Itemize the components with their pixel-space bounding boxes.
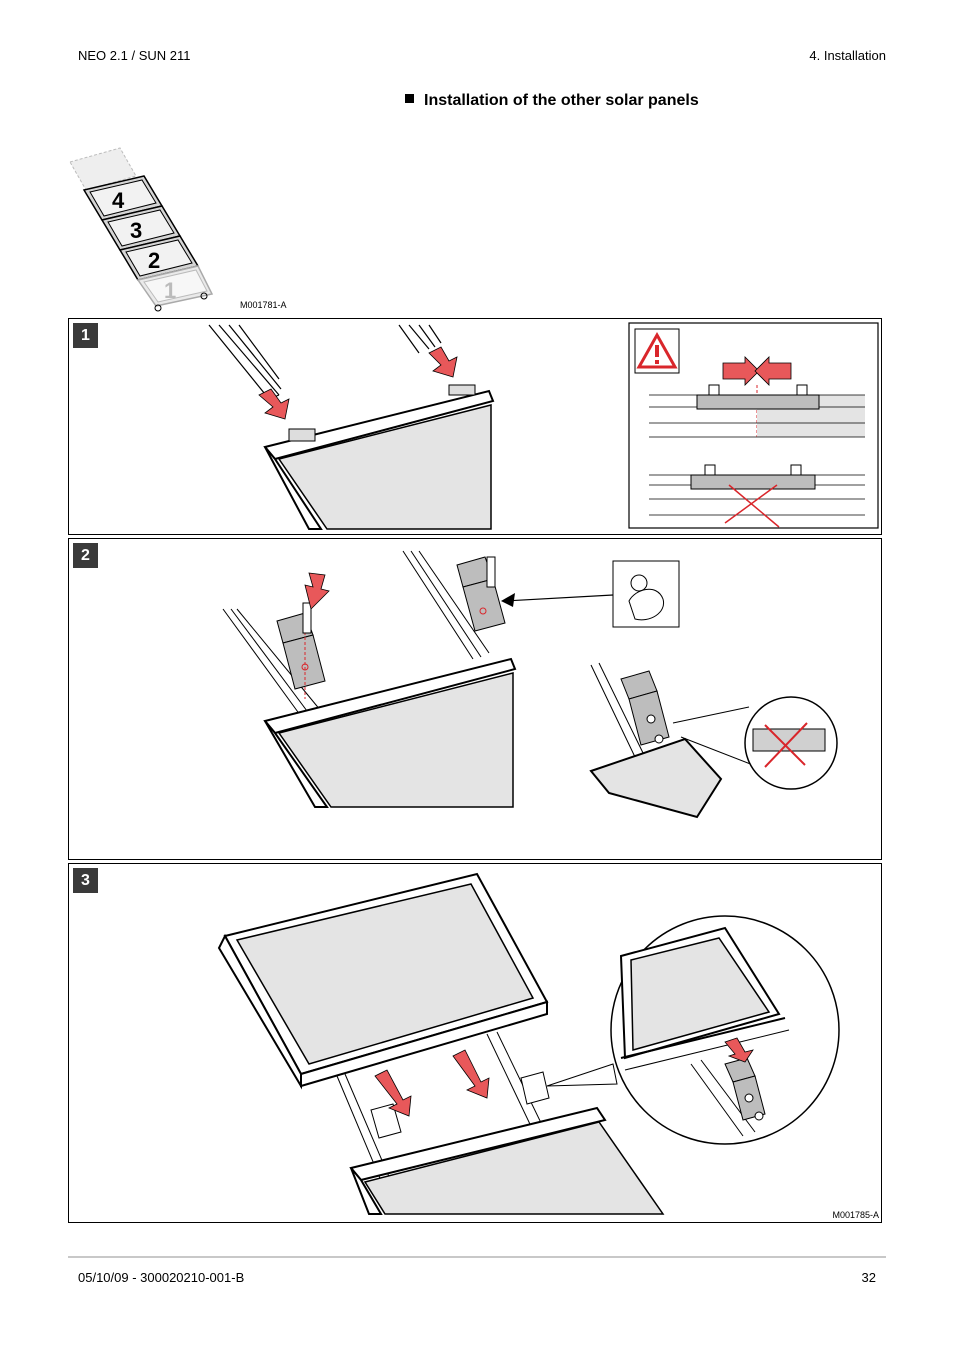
overview-panel-4: 4: [82, 175, 164, 221]
footer-divider: [68, 1256, 886, 1258]
overview-label-1: 1: [164, 278, 176, 303]
clamp-right: [456, 556, 506, 632]
wrong-cross-icon: [724, 484, 780, 528]
step-3-panel: 3 M001785-A: [68, 863, 882, 1223]
step-1-number: 1: [73, 323, 98, 348]
page-number: 32: [861, 1270, 876, 1285]
square-bullet-icon: [405, 94, 414, 103]
step-1-illustration: [208, 322, 879, 530]
step-3-illustration: [217, 872, 840, 1215]
panel-stack-overview: 4 3 2 1: [69, 147, 214, 312]
overview-label-2: 2: [148, 248, 160, 273]
step-3-number: 3: [73, 868, 98, 893]
overview-figure-code: M001781-A: [240, 300, 287, 310]
section-title-text: Installation of the other solar panels: [424, 92, 699, 109]
section-title: Installation of the other solar panels: [405, 92, 699, 110]
overview-label-4: 4: [112, 188, 125, 213]
step-2-number: 2: [73, 543, 98, 568]
hand-tighten-icon: [628, 574, 665, 621]
chapter-title: 4. Installation: [809, 48, 886, 63]
wrong-cross-icon-2: [764, 722, 808, 768]
overview-panel-1: 1: [136, 265, 214, 307]
step-figure-code: M001785-A: [832, 1210, 879, 1220]
document-title: NEO 2.1 / SUN 211: [78, 48, 191, 63]
warning-triangle-icon: [634, 328, 680, 374]
clamp-left: [276, 602, 326, 699]
overview-label-3: 3: [130, 218, 142, 243]
document-reference: 05/10/09 - 300020210-001-B: [78, 1270, 245, 1285]
step-1-panel: 1: [68, 318, 882, 535]
step-2-panel: 2: [68, 538, 882, 860]
step-2-illustration: [222, 550, 838, 819]
overview-panel-2: 2: [118, 235, 200, 281]
